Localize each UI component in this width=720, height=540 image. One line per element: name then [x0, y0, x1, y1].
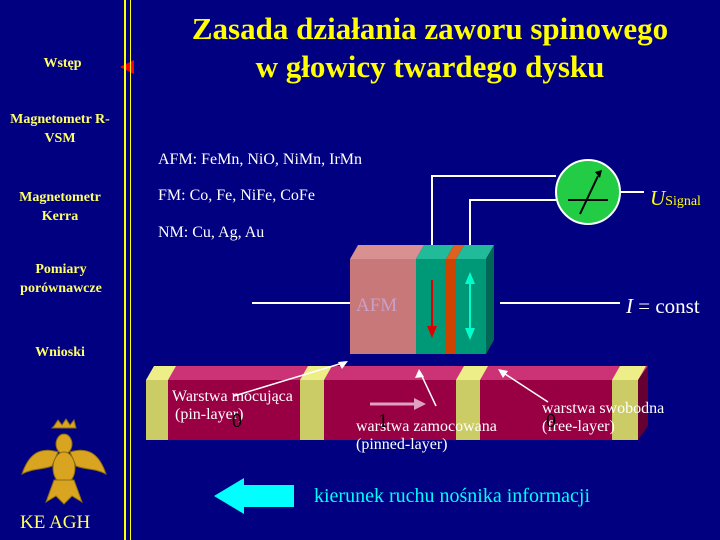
- materials-nm: NM: Cu, Ag, Au: [158, 224, 265, 241]
- bit-value-middle: 1: [378, 410, 388, 432]
- sidebar-divider-line-thin: [130, 0, 131, 540]
- afm-label: AFM: [356, 295, 398, 316]
- materials-fm: FM: Co, Fe, NiFe, CoFe: [158, 187, 315, 204]
- sidebar-item-magnetometr-kerra[interactable]: Magnetometr Kerra: [19, 190, 101, 224]
- pin-layer-label: Warstwa mocująca (pin-layer): [172, 388, 293, 424]
- current-label: I = const: [626, 294, 700, 319]
- spin-valve-stack: [350, 245, 494, 354]
- sidebar-item-magnetometr-rvsm[interactable]: Magnetometr R-VSM: [10, 112, 110, 146]
- pin-layer-line2: (pin-layer): [175, 406, 244, 423]
- pinned-layer-line2: (pinned-layer): [356, 436, 448, 453]
- disk-track: [146, 366, 648, 440]
- direction-caption: kierunek ruchu nośnika informacji: [314, 485, 591, 507]
- sidebar-item-wnioski[interactable]: Wnioski: [35, 345, 85, 360]
- slide-title-line2: w głowicy twardego dysku: [255, 49, 605, 84]
- slide-title-line1: Zasada działania zaworu spinowego: [191, 11, 669, 46]
- current-label-i: I: [626, 294, 633, 318]
- pinned-layer-line1: warstwa zamocowana: [356, 418, 497, 435]
- footer-label: KE AGH: [20, 512, 91, 533]
- signal-label-u: U: [650, 186, 666, 210]
- materials-afm: AFM: FeMn, NiO, NiMn, IrMn: [158, 151, 363, 168]
- eagle-emblem-icon: [21, 418, 107, 505]
- free-layer-label: warstwa swobodna (free-layer): [542, 400, 664, 436]
- sidebar-item-wstep[interactable]: Wstęp: [43, 56, 82, 71]
- sidebar-divider-line: [124, 0, 126, 540]
- current-label-value: = const: [633, 294, 700, 318]
- direction-arrow-icon: [214, 478, 294, 514]
- bit-value-left: 0: [232, 410, 242, 432]
- pin-layer-line1: Warstwa mocująca: [172, 388, 293, 405]
- signal-label: USignal: [650, 186, 701, 211]
- free-layer-line2: (free-layer): [542, 418, 615, 435]
- sidebar-item-pomiary[interactable]: Pomiary porównawcze: [20, 262, 102, 296]
- bit-value-right: 0: [546, 410, 556, 432]
- slide-title: Zasada działania zaworu spinowego w głow…: [140, 10, 720, 86]
- free-layer-line1: warstwa swobodna: [542, 400, 665, 417]
- pinned-layer-label: warstwa zamocowana (pinned-layer): [356, 418, 497, 454]
- voltmeter-icon: [555, 159, 621, 225]
- signal-label-sub: Signal: [665, 194, 701, 209]
